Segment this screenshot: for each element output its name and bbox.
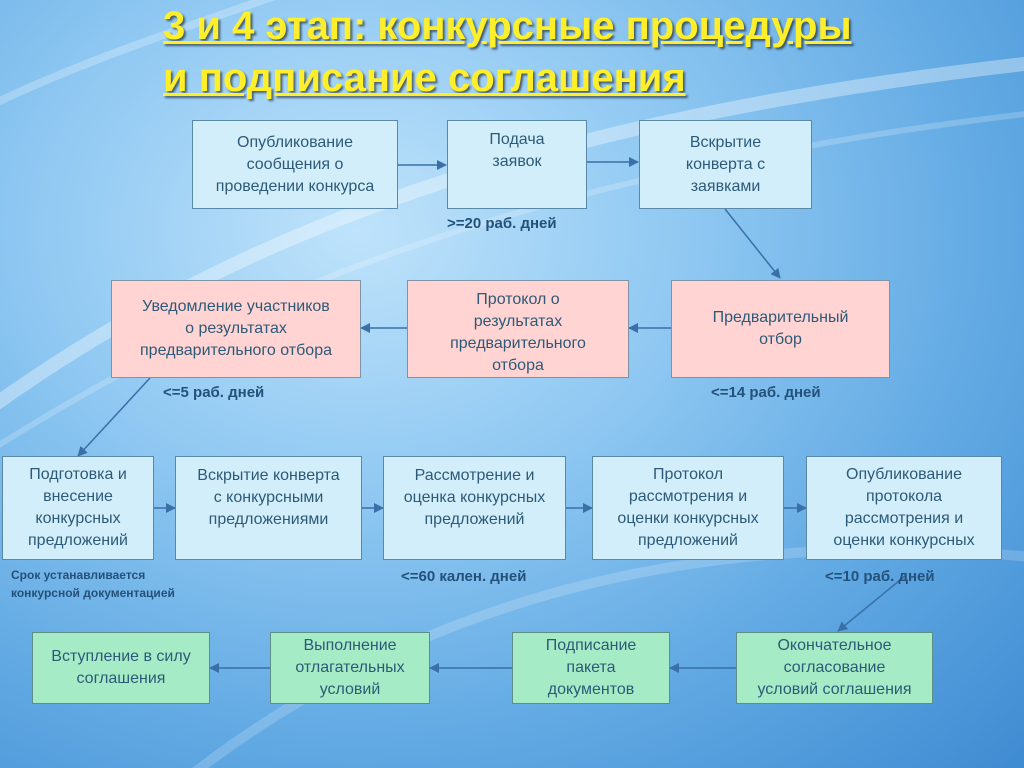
duration-note-5: <=5 раб. дней (163, 384, 265, 401)
box-notify-participants: Уведомление участников о результатах пре… (111, 280, 361, 378)
box-publish-protocol: Опубликование протокола рассмотрения и о… (806, 456, 1002, 560)
box-open-proposals: Вскрытие конверта с конкурсными предложе… (175, 456, 362, 560)
page-title: 3 и 4 этап: конкурсные процедуры и подпи… (163, 4, 852, 100)
arrow-notice-to-prepare (77, 377, 151, 457)
box-agreement-effect: Вступление в силу соглашения (32, 632, 210, 704)
arrow-publish-to-agreement (837, 575, 906, 632)
duration-note-20: >=20 раб. дней (447, 215, 557, 232)
box-sign-documents: Подписание пакета документов (512, 632, 670, 704)
box-final-agreement: Окончательное согласование условий согла… (736, 632, 933, 704)
duration-note-10: <=10 раб. дней (825, 568, 935, 585)
box-prepare-proposals: Подготовка и внесение конкурсных предлож… (2, 456, 154, 560)
box-preselection-protocol: Протокол о результатах предварительного … (407, 280, 629, 378)
box-publish-announcement: Опубликование сообщения о проведении кон… (192, 120, 398, 209)
duration-note-documentation: Срок устанавливается конкурсной документ… (11, 568, 175, 600)
box-review-proposals: Рассмотрение и оценка конкурсных предлож… (383, 456, 566, 560)
duration-note-14: <=14 раб. дней (711, 384, 821, 401)
duration-note-60: <=60 кален. дней (401, 568, 527, 585)
box-preselection: Предварительный отбор (671, 280, 890, 378)
arrow-open-to-preselection (724, 208, 781, 279)
box-submit-applications: Подача заявок (447, 120, 587, 209)
box-review-protocol: Протокол рассмотрения и оценки конкурсны… (592, 456, 784, 560)
box-open-envelopes: Вскрытие конверта с заявками (639, 120, 812, 209)
box-conditions-fulfillment: Выполнение отлагательных условий (270, 632, 430, 704)
